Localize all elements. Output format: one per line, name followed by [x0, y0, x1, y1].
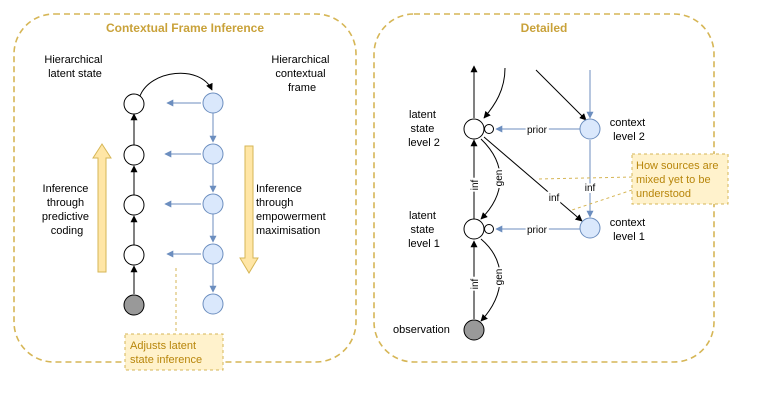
- latent-level1-port: [484, 224, 494, 234]
- latent-level1-node: [463, 218, 485, 240]
- frame-node: [202, 293, 224, 315]
- latent-to-context-inf-edge: [483, 136, 583, 222]
- left-panel: Contextual Frame Inference Hierarchical …: [13, 13, 357, 371]
- context-inf-label: inf: [585, 183, 596, 194]
- latent-state-label: Hierarchical latent state: [44, 54, 105, 80]
- latent-node: [123, 144, 145, 166]
- context-level2-label: context level 2: [610, 117, 649, 143]
- diag-inf-label: inf: [549, 193, 560, 204]
- note-connector: [537, 176, 633, 180]
- contextual-frame-label: Hierarchical contextual frame: [271, 54, 332, 94]
- adjusts-latent-note-text: Adjusts latent state inference: [130, 340, 202, 366]
- frame-node: [202, 92, 224, 114]
- right-panel-title: Detailed: [521, 21, 568, 35]
- latent-level1-label: latent state level 1: [408, 210, 440, 250]
- adjusts-latent-note: [124, 333, 224, 371]
- context-level1-label: context level 1: [610, 217, 649, 243]
- latent-level2-port: [484, 124, 494, 134]
- prior-label-bottom: prior: [527, 225, 548, 236]
- gen-edge-lower: [480, 238, 501, 322]
- prior-label-top: prior: [527, 125, 548, 136]
- observation-node: [463, 319, 485, 341]
- incoming-edge: [483, 67, 506, 119]
- inf-label-upper: inf: [470, 179, 481, 190]
- observation-node: [123, 294, 145, 316]
- frame-node: [202, 193, 224, 215]
- gen-label-lower: gen: [494, 269, 505, 286]
- gen-label-upper: gen: [494, 170, 505, 187]
- left-panel-title: Contextual Frame Inference: [106, 21, 264, 35]
- inf-label-lower: inf: [470, 278, 481, 289]
- frame-node: [202, 143, 224, 165]
- latent-node: [123, 93, 145, 115]
- sources-mixed-note: [631, 153, 729, 205]
- right-panel-frame: [373, 13, 715, 363]
- latent-level2-label: latent state level 2: [408, 109, 440, 149]
- left-panel-frame: [13, 13, 357, 363]
- latent-node: [123, 244, 145, 266]
- context-level1-node: [579, 217, 601, 239]
- latent-level2-node: [463, 118, 485, 140]
- inference-predictive-coding-label: Inference through predictive coding: [42, 183, 92, 237]
- observation-label: observation: [393, 324, 450, 336]
- empowerment-down-arrow: [239, 145, 259, 274]
- note-connector: [571, 189, 633, 211]
- gen-edge-upper: [480, 138, 501, 220]
- right-panel: Detailed latent state level 2 latent sta…: [373, 13, 729, 363]
- latent-to-frame-arrow: [139, 72, 213, 97]
- latent-node: [123, 194, 145, 216]
- context-level2-node: [579, 118, 601, 140]
- predictive-coding-up-arrow: [92, 143, 112, 273]
- sources-mixed-note-text: How sources are mixed yet to be understo…: [636, 160, 722, 200]
- inference-empowerment-label: Inference through empowerment maximisati…: [256, 183, 329, 237]
- frame-node: [202, 243, 224, 265]
- incoming-edge: [535, 69, 587, 121]
